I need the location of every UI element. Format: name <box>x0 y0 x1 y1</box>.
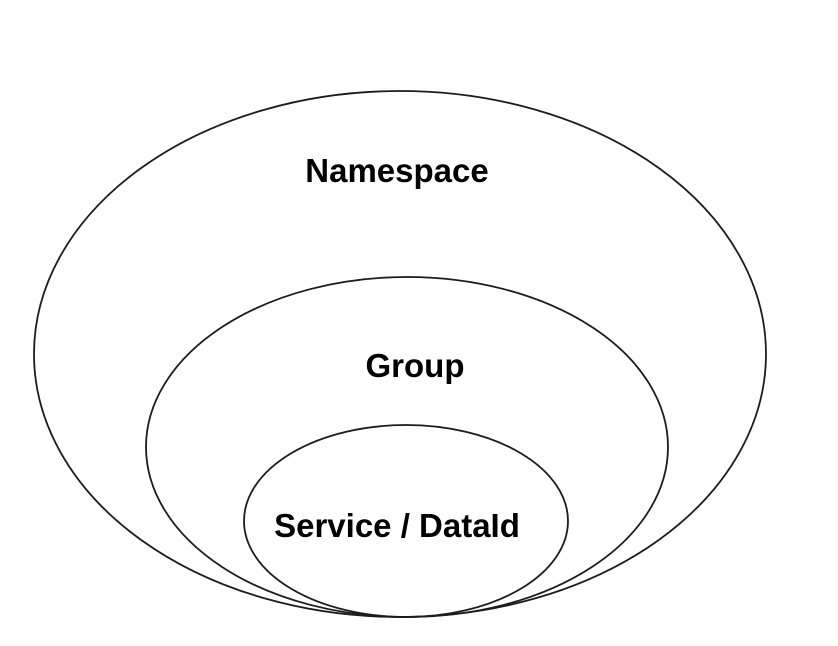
namespace-label: Namespace <box>305 152 488 189</box>
service-dataid-label: Service / DataId <box>274 507 520 544</box>
group-label: Group <box>366 347 465 384</box>
service-dataid-ellipse <box>243 424 569 618</box>
group-ellipse <box>145 276 669 618</box>
